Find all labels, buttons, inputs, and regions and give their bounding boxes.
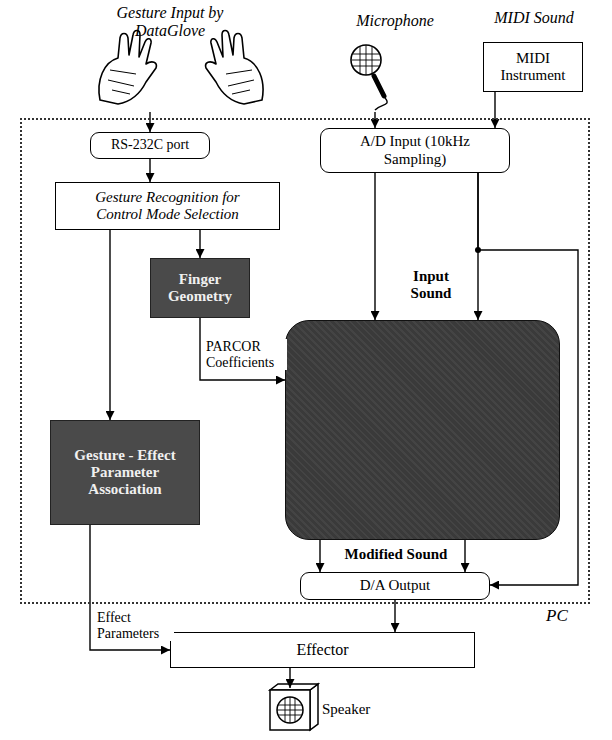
input-device-label: Microphone	[330, 6, 460, 112]
left-hand	[99, 31, 156, 105]
signal-arrow	[149, 159, 150, 182]
port-box: RS-232C port	[90, 132, 210, 159]
text-block: Finger Geometry	[159, 271, 241, 306]
outside-label: PC	[546, 606, 586, 626]
converter-box: A/D Input (10kHz Sampling)	[320, 128, 510, 173]
node-body: Gesture Recognition for Control Mode Sel…	[56, 183, 279, 229]
process-box: Gesture Recognition for Control Mode Sel…	[55, 182, 280, 230]
signal-arrow	[319, 540, 320, 572]
outside-label: Speaker	[322, 701, 402, 718]
outside-label: Microphone	[330, 12, 460, 30]
text-block: D/A Output	[360, 577, 430, 594]
signal-arrow	[109, 230, 110, 420]
output-device-label: Speaker	[268, 688, 312, 732]
microphone-head	[351, 45, 381, 75]
text-block: Gesture - Effect Parameter Association	[65, 447, 185, 499]
speaker-front	[270, 690, 310, 730]
signal-arrow	[394, 600, 395, 632]
microphone-handle	[374, 76, 384, 96]
speaker-icon	[270, 684, 318, 730]
box-text: MIDI Instrument	[492, 50, 574, 85]
microphone-cable	[375, 98, 387, 110]
signal-arrow	[149, 112, 150, 132]
text-block: Gesture Recognition for Control Mode Sel…	[81, 189, 254, 224]
box-text: A/D Input (10kHz Sampling)	[359, 133, 471, 168]
signal-arrow	[199, 230, 200, 258]
box-text: Gesture Recognition for Control Mode Sel…	[81, 189, 254, 224]
outside-label: MIDI Sound	[464, 9, 604, 27]
box-text: Effector	[296, 641, 348, 659]
dataglove-hands	[99, 31, 263, 105]
input-device-label: Gesture Input by DataGlove	[70, 2, 270, 112]
speaker-cone	[277, 697, 303, 723]
node-body: A/D Input (10kHz Sampling)	[321, 129, 509, 172]
edge-label: Modified Sound	[331, 546, 461, 563]
text-block: RS-232C port	[111, 137, 189, 153]
right-hand	[206, 31, 263, 105]
node-body: RS-232C port	[91, 133, 209, 158]
node-body: MIDI Instrument	[484, 43, 582, 91]
left-hand-shading	[108, 70, 136, 94]
converter-box: D/A Output	[300, 572, 490, 600]
box-text: D/A Output	[360, 577, 430, 594]
text-block: MIDI Instrument	[492, 50, 574, 85]
outside-label: Gesture Input by DataGlove	[110, 4, 230, 41]
right-hand-shading	[226, 70, 254, 94]
signal-arrow	[494, 92, 495, 128]
edge-label: PARCOR Coefficients	[205, 339, 287, 370]
node-body: D/A Output	[301, 573, 489, 599]
filter-block	[285, 320, 560, 540]
signal-arrow	[289, 668, 290, 688]
node-body: Effector	[171, 633, 474, 667]
speaker-top	[270, 684, 318, 690]
pc-region: PCRS-232C portA/D Input (10kHz Sampling)…	[20, 118, 590, 604]
edge-label: Effect Parameters	[96, 610, 174, 641]
effector-box: Effector	[170, 632, 475, 668]
box-text: Finger Geometry	[159, 271, 241, 306]
device-box: MIDI SoundMIDI Instrument	[483, 42, 583, 92]
microphone-icon	[351, 45, 387, 110]
node-body: Finger Geometry	[151, 259, 249, 317]
node-body: Gesture - Effect Parameter Association	[51, 421, 199, 524]
signal-arrow	[464, 540, 465, 572]
signal-arrow	[374, 173, 375, 320]
box-text: RS-232C port	[111, 137, 189, 153]
text-block: Effector	[296, 641, 348, 659]
signal-arrow	[374, 112, 375, 128]
box-text: Gesture - Effect Parameter Association	[65, 447, 185, 499]
speaker-grille	[277, 697, 303, 723]
speaker-side	[310, 684, 318, 730]
edge-label: Input Sound	[396, 268, 466, 302]
process-box: Gesture - Effect Parameter Association	[50, 420, 200, 525]
process-box: Finger Geometry	[150, 258, 250, 318]
text-block: A/D Input (10kHz Sampling)	[359, 133, 471, 168]
microphone-grille	[352, 45, 380, 75]
